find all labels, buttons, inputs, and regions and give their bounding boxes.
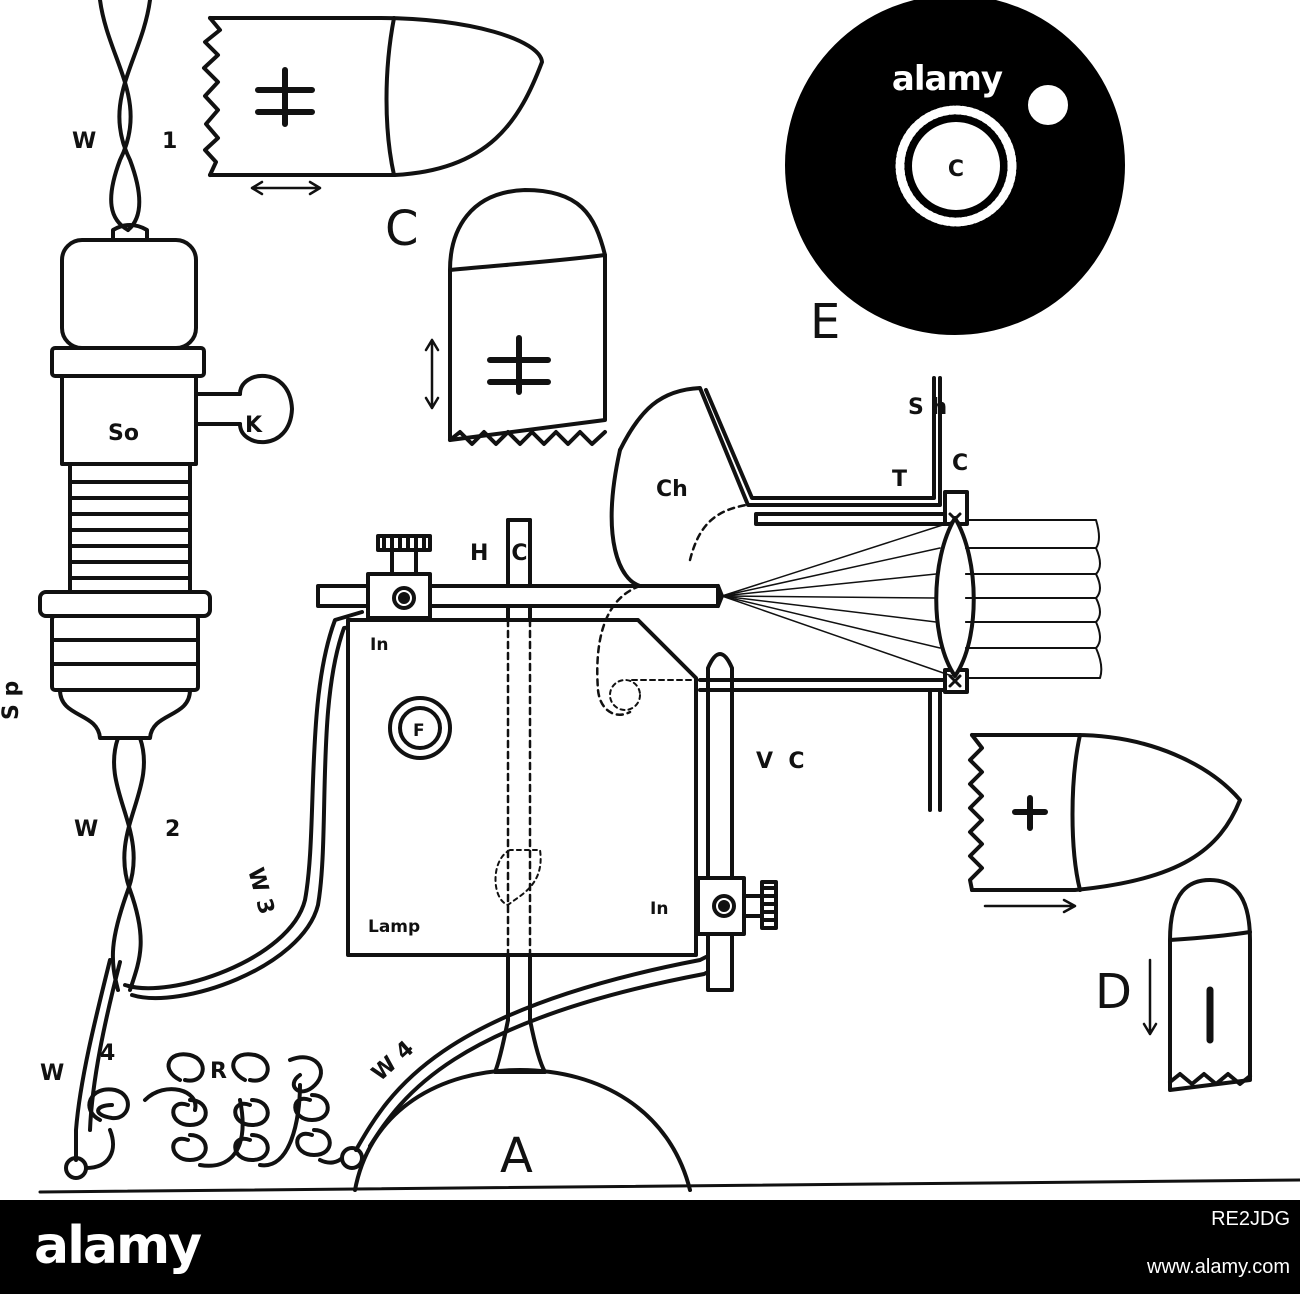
label-inset-d: D <box>1095 964 1132 1020</box>
wire-w4-right <box>354 950 718 1152</box>
light-beam <box>965 519 1103 679</box>
inset-c-vertical <box>424 188 607 446</box>
label-sh: S h <box>908 395 947 420</box>
label-resistance: R <box>210 1059 227 1084</box>
label-key: K <box>245 413 263 438</box>
key-knob <box>238 373 294 445</box>
label-socket: So <box>108 421 139 446</box>
socket-cap <box>60 238 198 350</box>
lamp-fuse-inner <box>398 706 442 750</box>
socket-cap-knob <box>111 223 149 242</box>
label-insulator-bottom: In <box>650 899 668 919</box>
thread-lines <box>68 480 192 580</box>
label-sp: S p <box>0 681 24 720</box>
light-rays <box>721 521 953 677</box>
label-w3: W 3 <box>242 865 278 917</box>
label-c-top: C <box>952 451 968 476</box>
label-t: T <box>892 467 907 492</box>
disc-spot <box>1028 85 1068 125</box>
wire-w4-right-inner <box>368 966 718 1148</box>
label-inset-c: C <box>385 201 419 257</box>
socket-thread <box>68 462 192 592</box>
terminal-right <box>340 1146 364 1170</box>
lamp-body <box>346 618 698 957</box>
disc-e <box>785 0 1125 335</box>
label-disc-center: C <box>948 157 964 182</box>
resistance-coil <box>64 1052 364 1180</box>
key-stem <box>194 392 242 426</box>
label-w1-n: 1 <box>162 129 177 154</box>
lamp-fuse-outer <box>388 696 452 760</box>
inset-d-horizontal <box>968 733 1242 914</box>
condenser-tube <box>698 490 976 812</box>
chimney <box>596 376 942 716</box>
socket-assembly <box>38 223 294 740</box>
label-fuse: F <box>413 721 425 741</box>
footer-url: www.alamy.com <box>1147 1256 1290 1278</box>
wire-w1-twisted <box>98 0 152 232</box>
wire-w2-twisted <box>110 736 146 992</box>
label-lamp: Lamp <box>368 917 420 937</box>
arc-lamp-diagram: C E D A C So K S p W 1 W 2 W 3 W 4 W 4 R… <box>0 0 1300 1194</box>
socket-collar <box>38 590 212 618</box>
socket-ring <box>50 346 206 378</box>
wire-w4-left <box>74 958 112 1162</box>
lamp-box <box>346 618 698 957</box>
baseline <box>38 1178 1300 1194</box>
label-w2-n: 2 <box>165 817 180 842</box>
label-w4-left-w: W <box>40 1061 64 1086</box>
label-w1-w: W <box>72 129 96 154</box>
stand-hidden <box>506 618 532 957</box>
hc-screw <box>390 548 418 576</box>
footer-logo: alamy <box>34 1216 202 1276</box>
label-w4-left-n: 4 <box>100 1041 115 1066</box>
socket-body <box>60 374 198 466</box>
socket-base <box>58 688 192 740</box>
hc-clamp <box>366 572 432 620</box>
inset-d-vertical <box>1142 878 1252 1092</box>
label-chimney: Ch <box>656 477 688 502</box>
watermark-logo: alamy <box>891 59 1003 99</box>
label-vc: V C <box>756 749 805 774</box>
image-id: RE2JDG <box>1211 1208 1290 1230</box>
vertical-carbon <box>696 652 778 992</box>
label-insulator-top: In <box>370 635 388 655</box>
socket-lower <box>50 614 200 692</box>
label-w2-w: W <box>74 817 98 842</box>
label-base-a: A <box>500 1128 533 1184</box>
diagram-stage: C E D A C So K S p W 1 W 2 W 3 W 4 W 4 R… <box>0 0 1300 1194</box>
footer-bar: alamy RE2JDG www.alamy.com <box>0 1200 1300 1294</box>
condenser-lens <box>934 516 976 678</box>
stand-clamp-hidden <box>494 849 542 906</box>
label-hc: H C <box>470 541 528 566</box>
inset-c-horizontal <box>202 16 544 196</box>
label-inset-e: E <box>810 294 840 350</box>
wire-w3 <box>123 610 364 991</box>
lower-tube <box>928 688 942 812</box>
wire-w3-inner <box>130 624 364 1001</box>
